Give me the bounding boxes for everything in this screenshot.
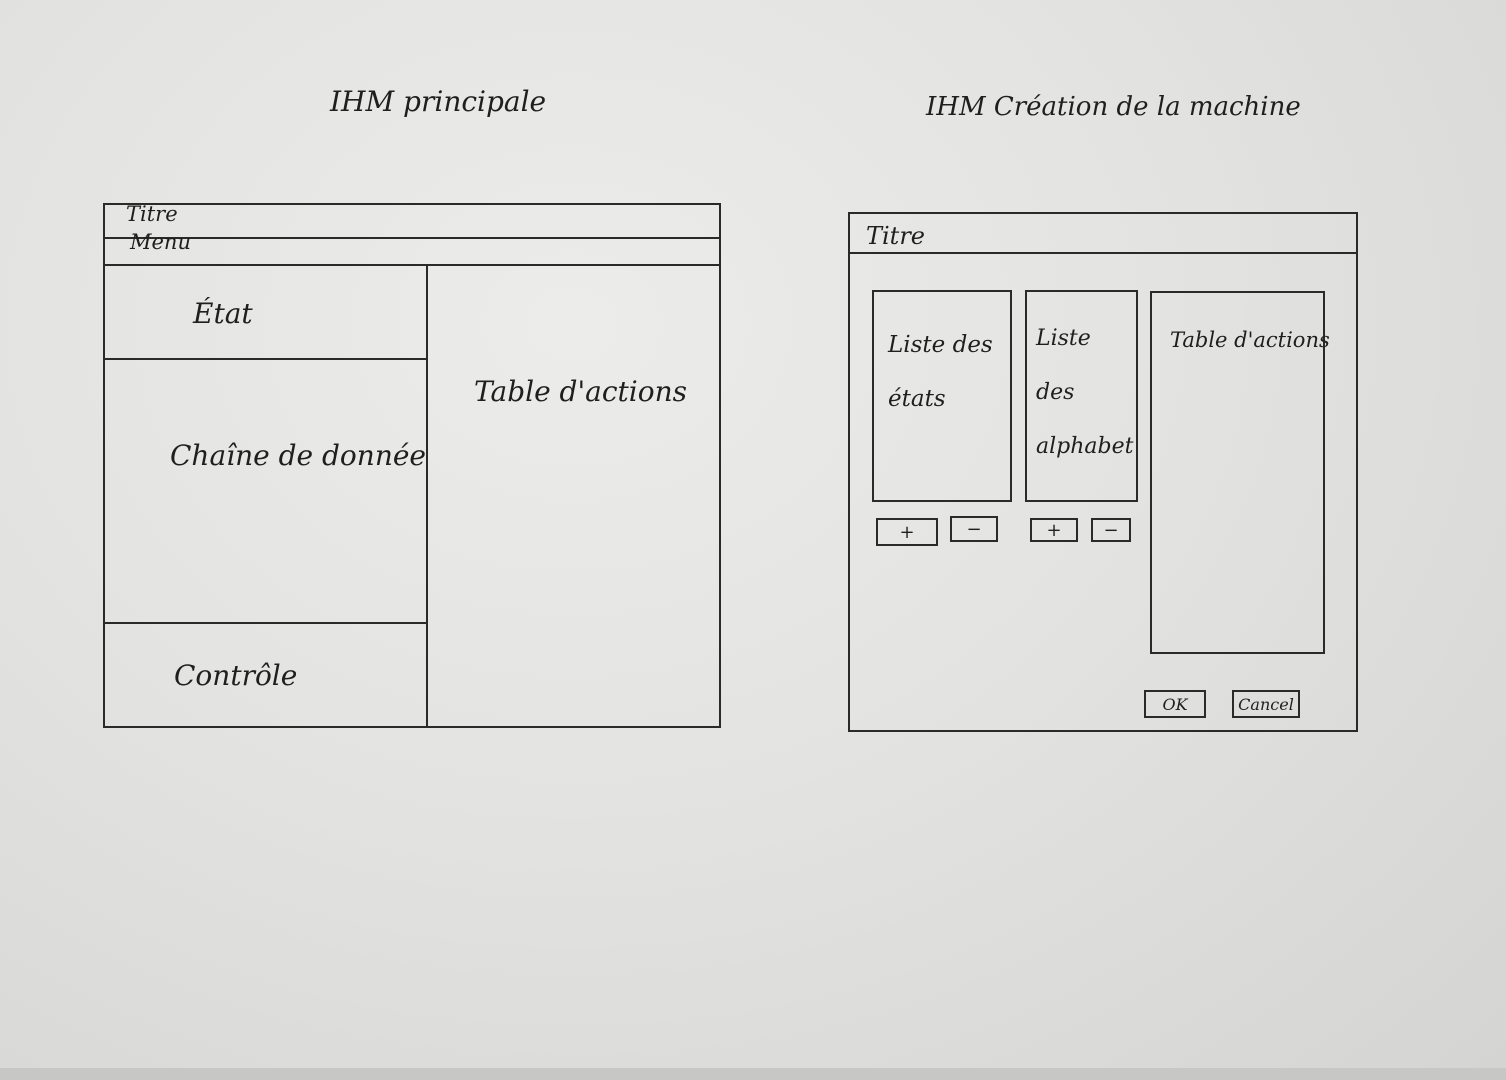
control-divider bbox=[105, 622, 426, 624]
creation-title-bar: Titre bbox=[866, 222, 926, 250]
ok-button[interactable]: OK bbox=[1144, 690, 1206, 718]
cancel-button[interactable]: Cancel bbox=[1232, 690, 1300, 718]
creation-screen-heading: IHM Création de la machine bbox=[926, 92, 1301, 122]
menu-bar-divider bbox=[105, 264, 719, 266]
add-alphabet-button[interactable]: + bbox=[1030, 518, 1078, 542]
title-bar-divider bbox=[105, 237, 719, 239]
main-window-frame bbox=[103, 203, 721, 728]
creation-window-frame bbox=[848, 212, 1358, 732]
states-list[interactable] bbox=[872, 290, 1012, 502]
state-divider bbox=[105, 358, 426, 360]
main-screen-heading: IHM principale bbox=[330, 85, 547, 118]
control-panel: Contrôle bbox=[174, 659, 298, 692]
main-title-bar: Titre bbox=[126, 202, 178, 226]
states-list-label: Liste des états bbox=[888, 332, 993, 412]
add-state-button[interactable]: + bbox=[876, 518, 938, 546]
table-surface bbox=[0, 1068, 1506, 1080]
state-panel: État bbox=[193, 297, 253, 330]
remove-state-button[interactable]: − bbox=[950, 516, 998, 542]
main-menu-bar[interactable]: Menu bbox=[130, 230, 191, 254]
remove-alphabet-button[interactable]: − bbox=[1091, 518, 1131, 542]
alphabet-list-label: Liste des alphabet bbox=[1036, 326, 1134, 459]
main-action-table: Table d'actions bbox=[474, 375, 688, 408]
creation-title-divider bbox=[850, 252, 1356, 254]
alphabet-list[interactable] bbox=[1025, 290, 1138, 502]
data-string-panel: Chaîne de donnée bbox=[170, 439, 426, 472]
creation-action-table[interactable] bbox=[1150, 291, 1325, 654]
creation-action-table-label: Table d'actions bbox=[1170, 328, 1330, 352]
main-vertical-split bbox=[426, 264, 428, 726]
